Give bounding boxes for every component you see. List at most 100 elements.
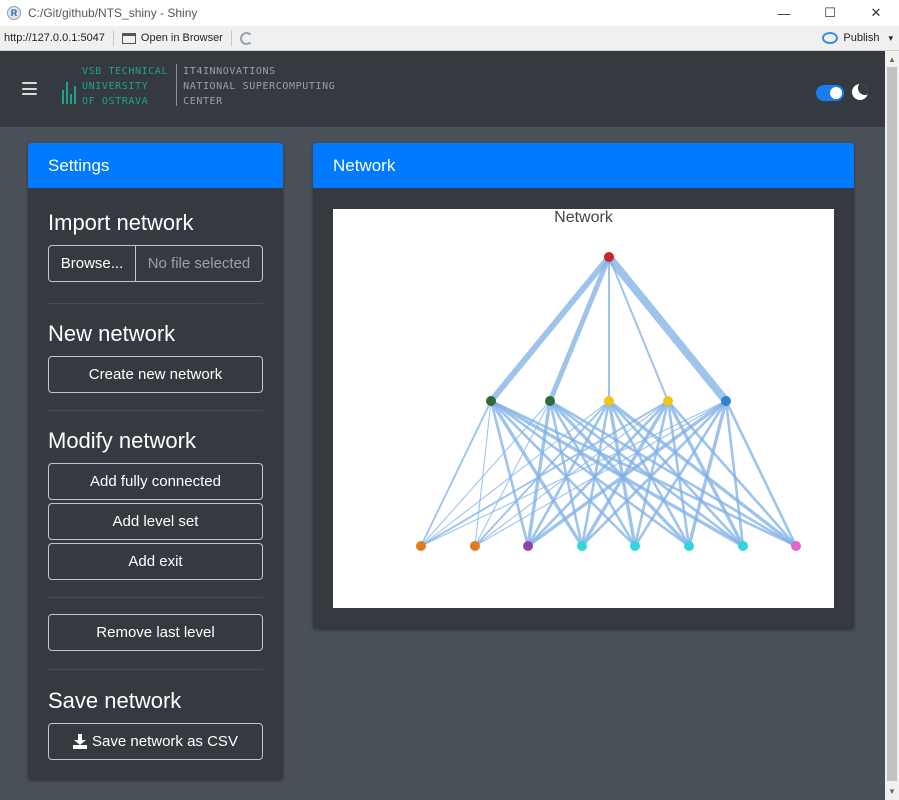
hamburger-menu-icon[interactable] [22, 82, 37, 95]
minimize-button[interactable]: — [777, 5, 791, 21]
network-node[interactable] [604, 252, 614, 262]
open-in-browser-label: Open in Browser [140, 32, 223, 44]
network-node[interactable] [545, 396, 555, 406]
network-edge [548, 399, 584, 548]
network-edge [580, 399, 611, 548]
save-network-csv-button[interactable]: Save network as CSV [48, 723, 263, 760]
network-node[interactable] [630, 541, 640, 551]
network-node[interactable] [791, 541, 801, 551]
network-edge [580, 399, 728, 548]
network-edge [489, 399, 637, 548]
logo-text-line: NATIONAL SUPERCOMPUTING [183, 81, 336, 92]
network-edge [474, 400, 551, 547]
browse-button[interactable]: Browse... [49, 246, 136, 281]
network-edge [607, 399, 798, 548]
divider [48, 303, 263, 304]
shiny-app: VSB TECHNICAL UNIVERSITY OF OSTRAVA IT4I… [0, 51, 885, 800]
network-edge [548, 399, 637, 548]
network-node[interactable] [416, 541, 426, 551]
new-network-heading: New network [48, 321, 176, 346]
logo-text-line: IT4INNOVATIONS [183, 66, 276, 77]
divider [48, 669, 263, 670]
modify-network-heading: Modify network [48, 428, 196, 453]
moon-icon [852, 84, 868, 100]
add-exit-button[interactable]: Add exit [48, 543, 263, 580]
window-controls: — ☐ ✕ [761, 0, 899, 26]
publish-button[interactable]: Publish ▾ [822, 32, 893, 44]
network-edge [666, 399, 798, 548]
network-node[interactable] [604, 396, 614, 406]
network-node[interactable] [663, 396, 673, 406]
network-node[interactable] [470, 541, 480, 551]
file-name-field: No file selected [147, 255, 251, 272]
open-in-browser-button[interactable]: Open in Browser [121, 32, 223, 44]
toggle-knob [830, 87, 842, 99]
refresh-icon[interactable] [239, 31, 253, 45]
import-network-heading: Import network [48, 210, 194, 235]
network-node[interactable] [523, 541, 533, 551]
toolbar-divider [112, 30, 114, 46]
window-title: C:/Git/github/NTS_shiny - Shiny [28, 6, 198, 20]
scroll-down-arrow-icon[interactable]: ▼ [888, 787, 896, 796]
network-edge [724, 399, 745, 548]
viewer-toolbar: http://127.0.0.1:5047 Open in Browser Pu… [0, 26, 899, 51]
save-network-csv-label: Save network as CSV [92, 733, 238, 750]
network-edge [474, 400, 669, 547]
network-node[interactable] [721, 396, 731, 406]
settings-card: Settings Import network Browse... No fil… [28, 143, 283, 780]
network-card: Network Network [313, 143, 854, 629]
network-edge [526, 399, 611, 548]
network-edge [526, 399, 552, 548]
network-edge [666, 399, 745, 548]
logo-text-line: OF OSTRAVA [82, 96, 149, 107]
logo-text-line: UNIVERSITY [82, 81, 149, 92]
dark-mode-toggle[interactable] [816, 85, 844, 101]
add-fully-connected-button[interactable]: Add fully connected [48, 463, 263, 500]
logo-bars-icon [62, 82, 76, 104]
network-node[interactable] [738, 541, 748, 551]
save-network-heading: Save network [48, 688, 182, 713]
network-graph[interactable] [333, 209, 834, 608]
network-edge [474, 400, 492, 547]
close-button[interactable]: ✕ [870, 5, 882, 20]
network-edge [474, 400, 610, 547]
network-edge [526, 399, 728, 548]
network-node[interactable] [684, 541, 694, 551]
network-edge [548, 399, 691, 548]
network-edge [548, 399, 798, 548]
scrollbar-thumb[interactable] [887, 67, 897, 781]
network-edge [608, 256, 669, 402]
network-edge [489, 399, 745, 548]
network-edge [548, 399, 745, 548]
network-node[interactable] [486, 396, 496, 406]
logo-divider [176, 64, 178, 106]
app-header: VSB TECHNICAL UNIVERSITY OF OSTRAVA IT4I… [0, 51, 885, 127]
chevron-down-icon: ▾ [888, 32, 893, 43]
network-edge [547, 254, 612, 404]
settings-card-header: Settings [28, 143, 283, 188]
network-edge [489, 399, 691, 548]
browser-window-icon [121, 32, 136, 44]
divider [48, 410, 263, 411]
file-input[interactable]: Browse... No file selected [48, 245, 263, 282]
network-node[interactable] [577, 541, 587, 551]
maximize-button[interactable]: ☐ [824, 5, 836, 20]
logo-text-line: CENTER [183, 96, 223, 107]
scroll-up-arrow-icon[interactable]: ▲ [888, 55, 896, 64]
network-edge [607, 399, 637, 548]
add-level-set-button[interactable]: Add level set [48, 503, 263, 540]
publish-icon [822, 32, 839, 44]
network-edge [488, 254, 612, 404]
network-edge [607, 399, 745, 548]
vertical-scrollbar[interactable]: ▲ ▼ [885, 51, 899, 800]
network-edge [605, 253, 730, 405]
network-edge [489, 399, 798, 548]
remove-last-level-button[interactable]: Remove last level [48, 614, 263, 651]
create-new-network-button[interactable]: Create new network [48, 356, 263, 393]
edges [420, 253, 798, 548]
divider [48, 597, 263, 598]
network-edge [687, 399, 728, 548]
network-edge [607, 399, 691, 548]
network-plot[interactable]: Network [333, 209, 834, 608]
network-edge [633, 399, 670, 548]
